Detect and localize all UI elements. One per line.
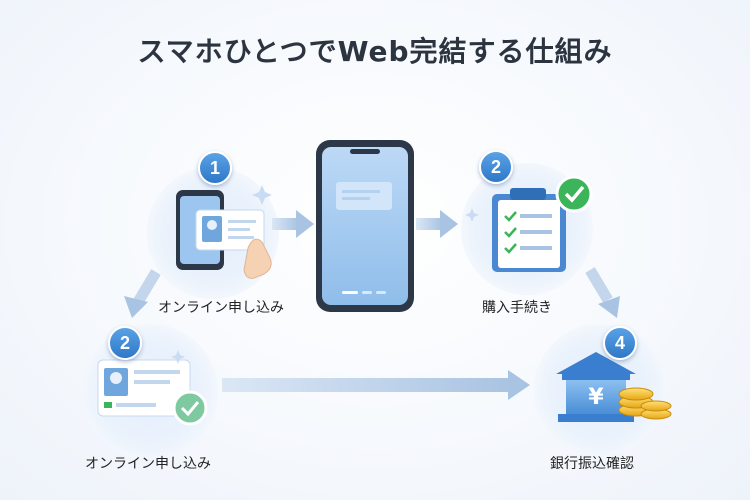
- step2-number-badge: 2: [479, 150, 513, 184]
- step2-checklist-icon: [492, 175, 593, 272]
- page-title: スマホひとつでWeb完結する仕組み: [137, 35, 613, 68]
- arrow-phone-to-step2: [416, 210, 458, 238]
- smartphone-illustration: [316, 140, 414, 312]
- step1-phone-id-icon: [176, 190, 272, 279]
- step3-label: オンライン申し込み: [85, 456, 211, 472]
- arrow-step3-to-step4: [222, 370, 530, 400]
- yen-symbol: ¥: [588, 385, 604, 410]
- step2-label: 購入手続き: [482, 300, 552, 316]
- step4-bank-coins-icon: [556, 352, 672, 422]
- step3-id-card-icon: [97, 359, 208, 426]
- step4-number-badge: 4: [603, 326, 637, 360]
- step1-label: オンライン申し込み: [158, 300, 284, 316]
- arrow-step2-to-step4: [585, 267, 620, 318]
- step1-number-badge: 1: [198, 151, 232, 185]
- step3-number-badge: 2: [108, 326, 142, 360]
- arrow-step1-to-step3: [124, 269, 161, 318]
- step4-label: 銀行振込確認: [550, 456, 634, 472]
- arrow-step1-to-phone: [272, 210, 314, 238]
